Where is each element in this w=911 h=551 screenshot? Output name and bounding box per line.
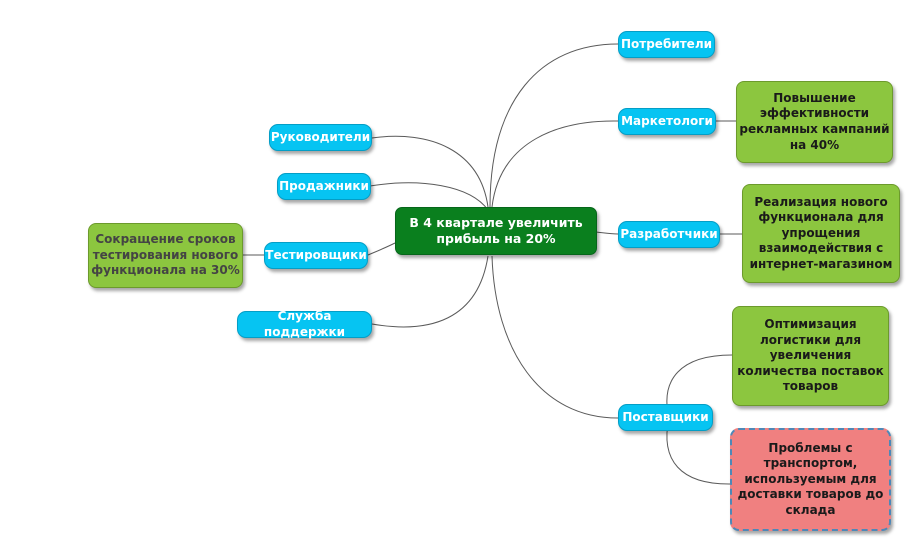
- goal-developers-label: Реализация нового функционала для упроще…: [749, 194, 893, 271]
- branch-sales[interactable]: Продажники: [277, 173, 371, 200]
- connector-developers: [595, 231, 619, 235]
- branch-sales-label: Продажники: [279, 178, 369, 193]
- branch-consumers[interactable]: Потребители: [618, 31, 715, 58]
- goal-suppliers[interactable]: Оптимизация логистики для увеличения кол…: [732, 306, 889, 406]
- branch-suppliers-label: Поставщики: [622, 409, 709, 424]
- connector-managers: [371, 135, 489, 208]
- connector-suppliers: [491, 255, 619, 419]
- branch-testers-label: Тестировщики: [265, 247, 367, 262]
- goal-suppliers-label: Оптимизация логистики для увеличения кол…: [737, 317, 884, 394]
- goal-testers[interactable]: Сокращение сроков тестирования нового фу…: [88, 223, 243, 288]
- connector-suppliers-problem: [666, 417, 733, 485]
- goal-marketers-label: Повышение эффективности рекламных кампан…: [739, 90, 890, 152]
- branch-suppliers[interactable]: Поставщики: [618, 404, 713, 431]
- branch-marketers[interactable]: Маркетологи: [618, 108, 716, 135]
- central-topic[interactable]: В 4 квартале увеличить прибыль на 20%: [395, 207, 597, 255]
- connector-consumers: [489, 43, 619, 208]
- connector-testers: [367, 242, 396, 256]
- central-topic-label: В 4 квартале увеличить прибыль на 20%: [409, 214, 583, 246]
- goal-testers-label: Сокращение сроков тестирования нового фу…: [91, 232, 240, 278]
- goal-developers[interactable]: Реализация нового функционала для упроще…: [742, 184, 900, 283]
- connector-marketers: [491, 120, 619, 208]
- branch-support[interactable]: Служба поддержки: [237, 308, 372, 339]
- branch-managers-label: Руководители: [270, 129, 371, 144]
- connector-sales: [369, 182, 489, 211]
- branch-marketers-label: Маркетологи: [621, 113, 713, 128]
- branch-consumers-label: Потребители: [620, 36, 713, 51]
- problem-suppliers[interactable]: Проблемы с транспортом, используемым для…: [730, 428, 891, 531]
- branch-developers-label: Разработчики: [620, 226, 718, 241]
- branch-managers[interactable]: Руководители: [269, 124, 372, 151]
- branch-developers[interactable]: Разработчики: [618, 221, 720, 248]
- connector-support: [371, 255, 489, 328]
- problem-suppliers-label: Проблемы с транспортом, используемым для…: [737, 440, 884, 517]
- branch-support-label: Служба поддержки: [263, 308, 346, 339]
- goal-marketers[interactable]: Повышение эффективности рекламных кампан…: [736, 81, 893, 163]
- branch-testers[interactable]: Тестировщики: [264, 242, 368, 269]
